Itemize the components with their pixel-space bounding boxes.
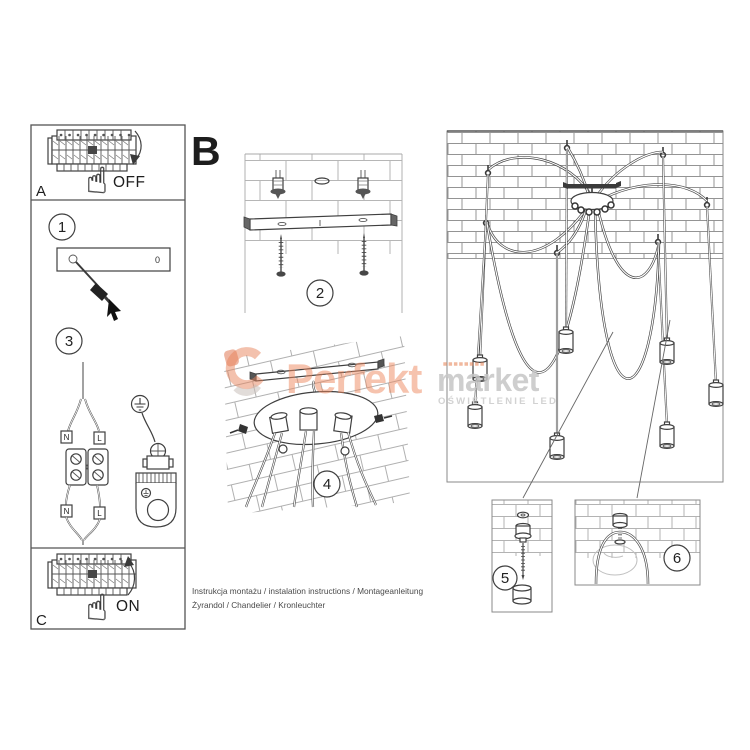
- detail-5-illustration: 5: [491, 499, 553, 613]
- cursor-arrow-icon: [107, 299, 121, 321]
- ceiling-plug: [514, 522, 532, 543]
- terminal-n-top-label: N: [64, 433, 70, 442]
- panel-power-on: ☝ ON C: [36, 552, 140, 629]
- washer: [516, 511, 530, 519]
- brick-wall: [245, 154, 402, 254]
- pendant-socket: [558, 326, 574, 354]
- lamp-holder-body: [135, 472, 177, 528]
- chandelier-overview: [446, 130, 724, 499]
- ghost-outline: [592, 544, 638, 576]
- footer: Instrukcja montażu / instalation instruc…: [192, 586, 423, 610]
- step-3-number: 3: [65, 333, 73, 350]
- plate-hole-left: [68, 254, 78, 264]
- terminal-l-top: [93, 431, 106, 445]
- hand-pointing-icon: ☝: [86, 161, 108, 202]
- terminal-n-bottom-label: N: [64, 507, 70, 516]
- ceiling-hook-detail: [612, 512, 628, 545]
- step-3-wiring-diagram: 3 N L N L: [55, 327, 177, 545]
- watermark: Perfekt market OŚWIETLENIE LED: [224, 347, 558, 407]
- left-column: ☝ OFF A 1 0 3: [30, 124, 186, 630]
- panel-c-label: C: [36, 612, 47, 629]
- step-2-number: 2: [316, 285, 324, 302]
- watermark-logo-swirl: [225, 347, 264, 390]
- footer-line-1: Instrukcja montażu / instalation instruc…: [192, 586, 423, 596]
- panel-b-label: B: [191, 128, 221, 174]
- detail-5-frame: [491, 499, 553, 613]
- terminal-l-top-label: L: [97, 434, 102, 443]
- terminal-l-bottom-label: L: [97, 509, 102, 518]
- detail-6-illustration: 6: [574, 499, 701, 586]
- footer-line-2: Żyrandol / Chandelier / Kronleuchter: [192, 600, 326, 610]
- pendant-socket: [659, 421, 675, 449]
- earth-wire: [141, 412, 156, 443]
- arrow-down-head: [130, 154, 140, 165]
- panel-a-label: A: [36, 183, 46, 200]
- watermark-tagline: OŚWIETLENIE LED: [438, 395, 558, 407]
- detail-5-leader-line: [522, 331, 614, 499]
- step-1-illustration: 1 0: [48, 213, 171, 321]
- terminal-n-top: [60, 430, 73, 444]
- step-6-number: 6: [673, 550, 681, 567]
- step-4-badge: [313, 470, 341, 498]
- socket-cylinder: [512, 584, 532, 605]
- cable-glands: [229, 407, 393, 434]
- step-1-badge: [48, 213, 76, 241]
- detail-6-frame: [574, 499, 701, 586]
- socket-terminal: [142, 442, 174, 470]
- step-1-number: 1: [58, 219, 66, 236]
- hand-pointing-icon: ☝: [86, 588, 108, 629]
- cable-clamp: [340, 446, 350, 456]
- on-label: ON: [116, 598, 140, 615]
- step-5-number: 5: [501, 570, 509, 587]
- plate-hole-right: 0: [155, 255, 160, 265]
- cable-clamp: [278, 444, 288, 454]
- step-4-illustration: 4: [224, 336, 410, 514]
- canopy: [563, 181, 621, 216]
- step-6-badge: [663, 544, 691, 572]
- detail-6-leader-line: [636, 319, 671, 499]
- hook-screw: [521, 543, 525, 580]
- step-2-illustration: 2: [243, 153, 403, 313]
- mounting-plate: [56, 247, 171, 272]
- mounting-bar: [243, 213, 398, 231]
- step-2-badge: [306, 279, 334, 307]
- off-label: OFF: [113, 174, 146, 191]
- arrow-up-head: [124, 556, 134, 567]
- earth-symbol-icon: [130, 394, 150, 414]
- left-column-border: [30, 124, 186, 630]
- panel-power-off: ☝ OFF A: [36, 128, 146, 202]
- step-3-badge: [55, 327, 83, 355]
- pendant-socket: [708, 379, 724, 407]
- watermark-brand-second: market: [437, 362, 540, 398]
- watermark-brand-first: Perfekt: [286, 355, 422, 402]
- step-5-badge: [492, 565, 518, 591]
- ceiling-cable-hole: [314, 177, 330, 185]
- pendant-socket: [549, 432, 565, 460]
- step-4-number: 4: [323, 476, 331, 493]
